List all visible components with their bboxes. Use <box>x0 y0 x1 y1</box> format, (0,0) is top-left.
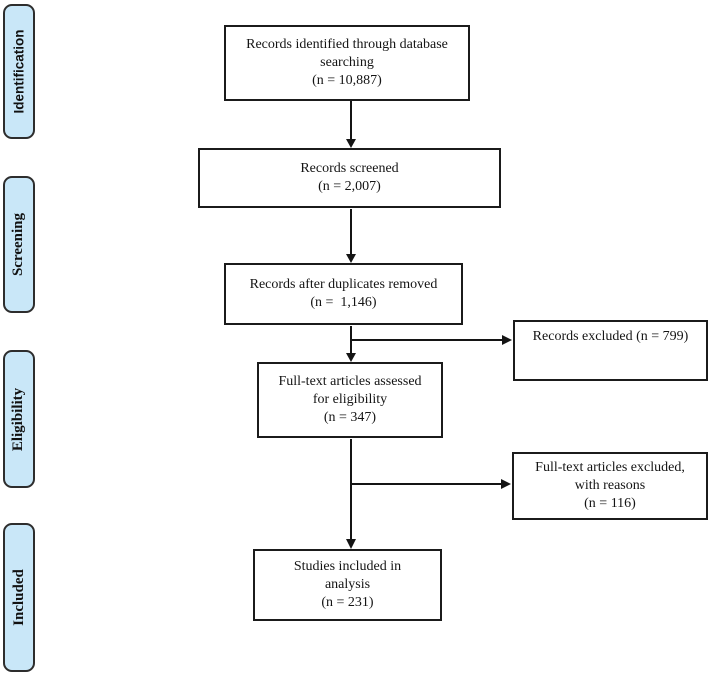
arrow-screened-to-duplicates <box>346 209 356 263</box>
box-text-line: (n = 1,146) <box>310 295 377 310</box>
stage-label-eligibility: Eligibility <box>10 387 27 451</box>
box-text-line: with reasons <box>574 477 646 493</box>
box-text-line: (n = 10,887) <box>312 73 382 89</box>
arrow-duplicates-to-fulltext <box>346 326 356 362</box>
box-text-line: Records screened <box>300 160 399 176</box>
box-records-screened: Records screened (n = 2,007) <box>198 148 501 208</box>
arrow-branch-fulltext-excluded <box>351 479 511 489</box>
box-records-identified: Records identified through database sear… <box>224 25 470 101</box>
arrow-branch-records-excluded <box>351 335 512 345</box>
arrow-fulltext-to-included <box>346 439 356 549</box>
box-text-line: (n = 347) <box>323 410 377 426</box>
stage-tab-screening: Screening <box>3 176 35 313</box>
box-fulltext-assessed: Full-text articles assessed for eligibil… <box>257 362 443 438</box>
stage-tab-included: Included <box>3 523 35 672</box>
box-records-excluded: Records excluded (n = 799) <box>513 320 708 381</box>
box-text-line: Records identified through database <box>246 36 448 52</box>
box-text-line: analysis <box>324 576 371 592</box>
box-text-line: Full-text articles excluded, <box>535 459 685 475</box>
box-text-line: for eligibility <box>312 391 388 407</box>
box-text-line: (n = 116) <box>584 496 636 512</box>
stage-tab-identification: Identification <box>3 4 35 139</box>
box-text-line: Records after duplicates removed <box>249 276 438 292</box>
box-studies-included: Studies included in analysis (n = 231) <box>253 549 442 621</box>
box-text-line: searching <box>320 54 374 70</box>
box-text-line: Studies included in <box>293 558 402 574</box>
box-text-line: (n = 231) <box>321 595 374 611</box>
stage-label-included: Included <box>10 569 27 626</box>
box-duplicates-removed: Records after duplicates removed (n = 1,… <box>224 263 463 325</box>
box-text-line: Records excluded (n = 799) <box>532 329 689 344</box>
box-fulltext-excluded: Full-text articles excluded, with reason… <box>512 452 708 520</box>
box-text-line: (n = 2,007) <box>318 179 381 194</box>
stage-label-screening: Screening <box>10 212 27 277</box>
stage-label-identification: Identification <box>11 29 27 114</box>
box-text-line: Full-text articles assessed <box>278 373 422 389</box>
stage-tab-eligibility: Eligibility <box>3 350 35 488</box>
arrow-identified-to-screened <box>346 101 356 148</box>
